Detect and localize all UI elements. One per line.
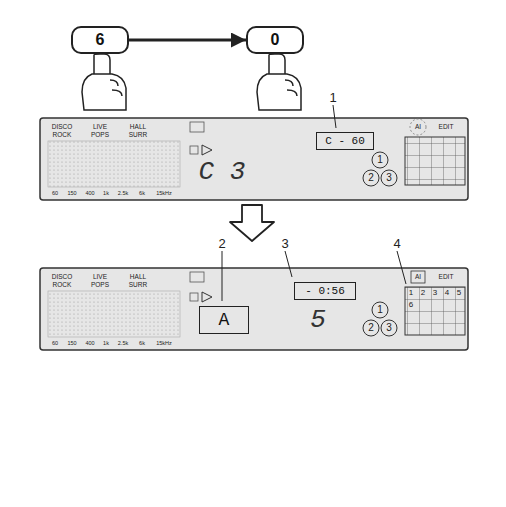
display-text: AI bbox=[415, 124, 421, 131]
pressing-hand bbox=[257, 54, 301, 110]
display-text: EDIT bbox=[439, 124, 454, 131]
display-text: 4 bbox=[445, 289, 449, 297]
down-arrow bbox=[230, 205, 274, 241]
display-text: 3 bbox=[386, 323, 392, 333]
display-text: 1k bbox=[103, 191, 109, 197]
display-text: 1k bbox=[103, 341, 109, 347]
display-text: 2 bbox=[368, 323, 374, 333]
callout-number: 2 bbox=[218, 237, 225, 250]
callout-number: 4 bbox=[393, 237, 400, 250]
display-text: HALL bbox=[130, 274, 146, 281]
display-text: LIVE bbox=[93, 124, 107, 131]
display-text: 2 bbox=[368, 173, 374, 183]
display-text: SURR bbox=[129, 132, 147, 139]
display-text: DISCO bbox=[52, 274, 73, 281]
leader-line bbox=[222, 105, 406, 301]
display-text: 400 bbox=[85, 191, 94, 197]
display-text: 2 bbox=[421, 289, 425, 297]
display-text: 3 bbox=[386, 173, 392, 183]
display-text: 1 bbox=[377, 155, 383, 165]
display-text: 6k bbox=[139, 191, 145, 197]
display-text: 5 bbox=[457, 289, 461, 297]
display-text: HALL bbox=[130, 124, 146, 131]
display-text: 150 bbox=[67, 191, 76, 197]
node-text: C - 60 bbox=[325, 135, 365, 147]
display-text: LIVE bbox=[93, 274, 107, 281]
display-panel bbox=[40, 268, 468, 350]
display-text: 60 bbox=[52, 191, 58, 197]
display-text: 6k bbox=[139, 341, 145, 347]
display-text: 5 bbox=[310, 307, 326, 333]
push-button: 6 bbox=[71, 26, 129, 54]
display-text: SURR bbox=[129, 282, 147, 289]
callout-number: 1 bbox=[329, 91, 336, 104]
display-text: POPS bbox=[91, 132, 109, 139]
display-text: 6 bbox=[409, 301, 413, 309]
display-text: ROCK bbox=[53, 132, 72, 139]
push-button: 0 bbox=[246, 26, 304, 54]
display-text: 400 bbox=[85, 341, 94, 347]
display-text: POPS bbox=[91, 282, 109, 289]
display-text: 1 bbox=[377, 305, 383, 315]
callout-number: 3 bbox=[281, 237, 288, 250]
display-text: 15kHz bbox=[156, 341, 172, 347]
display-text: ROCK bbox=[53, 282, 72, 289]
pressing-hand bbox=[82, 54, 126, 110]
flow-arrow bbox=[129, 39, 246, 42]
display-text: 3 bbox=[433, 289, 437, 297]
lcd-readout: - 0:56 bbox=[294, 282, 356, 300]
node-text: A bbox=[219, 310, 230, 330]
display-text: EDIT bbox=[439, 274, 454, 281]
lcd-readout: A bbox=[199, 306, 249, 334]
display-text: DISCO bbox=[52, 124, 73, 131]
node-text: 0 bbox=[271, 31, 280, 49]
display-text: 2.5k bbox=[118, 191, 128, 197]
display-text: 1 bbox=[409, 289, 413, 297]
display-text: 15kHz bbox=[156, 191, 172, 197]
display-panel bbox=[40, 118, 468, 200]
display-text: AI bbox=[415, 274, 421, 281]
display-text: 150 bbox=[67, 341, 76, 347]
display-text: 60 bbox=[52, 341, 58, 347]
display-text: 2.5k bbox=[118, 341, 128, 347]
display-text: C 3 bbox=[199, 159, 246, 185]
lcd-readout: C - 60 bbox=[316, 132, 374, 150]
node-text: 6 bbox=[96, 31, 105, 49]
node-text: - 0:56 bbox=[305, 285, 345, 297]
